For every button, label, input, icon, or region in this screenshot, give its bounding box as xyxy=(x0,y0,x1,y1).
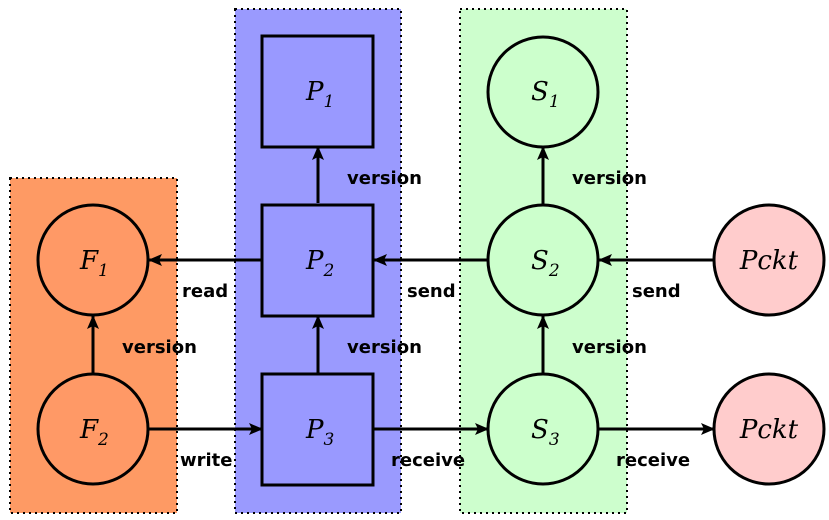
node-p1 xyxy=(260,34,375,149)
node-s1 xyxy=(486,35,600,149)
node-s2 xyxy=(486,203,600,317)
node-pckt-bottom xyxy=(712,372,826,486)
edge-label-s2-s1: version xyxy=(572,168,647,189)
label-s3: S3 xyxy=(531,415,560,450)
edge-label-send-p: send xyxy=(407,281,456,302)
label-pckt-top: Pckt xyxy=(739,246,799,276)
edge-label-p3-p2: version xyxy=(347,337,422,358)
node-f2 xyxy=(36,372,150,486)
edges xyxy=(87,146,715,435)
label-p2: P2 xyxy=(305,246,334,281)
node-p2 xyxy=(260,203,375,318)
edge-label-s3-s2: version xyxy=(572,337,647,358)
node-p3 xyxy=(260,372,375,487)
edge-label-p2-p1: version xyxy=(347,168,422,189)
edge-label-send-s: send xyxy=(632,281,681,302)
label-p1: P1 xyxy=(305,77,334,112)
edge-label-read: read xyxy=(182,281,228,302)
label-p3: P3 xyxy=(305,415,334,450)
label-f2: F2 xyxy=(79,415,109,450)
label-f1: F1 xyxy=(79,246,109,281)
edge-label-f2-f1: version xyxy=(122,337,197,358)
node-s3 xyxy=(486,372,600,486)
label-s1: S1 xyxy=(531,77,560,112)
edge-label-receive-s: receive xyxy=(616,450,690,471)
edge-label-receive-p: receive xyxy=(391,450,465,471)
node-pckt-top xyxy=(712,203,826,317)
label-pckt-bottom: Pckt xyxy=(739,415,799,445)
label-s2: S2 xyxy=(531,246,560,281)
edge-label-write: write xyxy=(180,450,233,471)
node-f1 xyxy=(36,203,150,317)
